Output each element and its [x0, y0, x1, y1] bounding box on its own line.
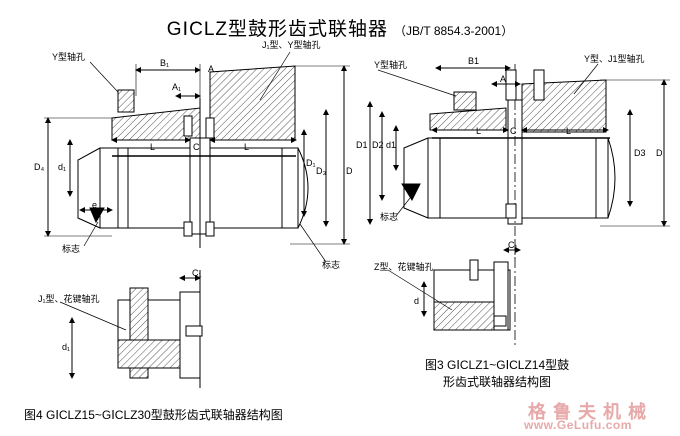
fig4-labels: Y型轴孔 J₁型、Y型轴孔 B₁ A A₁ L C L D₄ d₁ D₁ D₃ …: [34, 39, 353, 352]
fig3-caption: 图3 GⅠCLZ1~GⅠCLZ14型鼓 形齿式联轴器结构图: [425, 357, 625, 391]
label-lb: L: [476, 126, 481, 136]
label-e: e: [92, 200, 97, 210]
label-d3: D₃: [316, 166, 326, 176]
label-d: D: [346, 166, 353, 176]
label-c1: C₁: [192, 268, 202, 278]
label-c1b: C₁: [508, 240, 518, 250]
label-ab: A: [500, 74, 506, 84]
label-j1-spline: J₁型、花键轴孔: [38, 293, 100, 304]
label-mark: 标志: [62, 243, 80, 254]
label-d2: D2: [372, 140, 384, 150]
label-d1: D₁: [306, 158, 316, 168]
label-j1-y-bore: J₁型、Y型轴孔: [262, 39, 321, 50]
label-d1b-small: d1: [386, 140, 396, 150]
label-mark-right: 标志: [322, 259, 340, 270]
fig4-main-drawing: [44, 51, 350, 263]
watermark-cn: 格鲁夫机械: [528, 402, 653, 423]
label-lc: L: [566, 126, 571, 136]
label-d1-small: d₁: [58, 162, 66, 172]
fig3-caption-line1: 图3 GⅠCLZ1~GⅠCLZ14型鼓: [425, 358, 570, 372]
fig4-sub-drawing: [59, 270, 203, 388]
fig3-sub-drawing: [387, 240, 521, 346]
label-a1: A₁: [172, 82, 181, 92]
label-b1b: B1: [468, 56, 479, 66]
label-d1-sub: d₁: [62, 342, 70, 352]
label-y-bore-mid: Y型轴孔: [374, 59, 407, 70]
label-a: A: [208, 64, 214, 74]
fig4-caption: 图4 GⅠCLZ15~GⅠCLZ30型鼓形齿式联轴器结构图: [24, 408, 283, 422]
title-standard: （JB/T 8854.3-2001）: [394, 24, 514, 38]
title-main: GⅠCLZ型鼓形齿式联轴器: [166, 19, 389, 40]
label-b1: B₁: [160, 58, 169, 68]
label-y-j1-bore: Y型、J1型轴孔: [584, 53, 645, 64]
watermark-url: www.GeLufu.com: [524, 418, 632, 432]
label-d-z: d: [414, 296, 419, 306]
label-l-right: L: [244, 142, 249, 152]
label-c: C: [193, 142, 200, 152]
fig3-caption-line2: 形齿式联轴器结构图: [443, 375, 552, 389]
label-y-bore-left: Y型轴孔: [52, 51, 85, 62]
fig3-labels: Y型轴孔 Y型、J1型轴孔 B1 A L C L D1 D2 d1 D3 D 标…: [356, 53, 663, 306]
label-z-bore: Z型、花键轴孔: [374, 261, 434, 272]
label-d1b: D1: [356, 140, 368, 150]
label-d3b: D3: [634, 148, 646, 158]
label-cb: C: [510, 126, 517, 136]
label-db: D: [656, 148, 663, 158]
fig3-main-drawing: [367, 63, 670, 262]
label-l-left: L: [150, 142, 155, 152]
label-d4: D₄: [34, 162, 44, 172]
page-title: GⅠCLZ型鼓形齿式联轴器 （JB/T 8854.3-2001）: [0, 14, 680, 41]
label-mark2: 标志: [380, 211, 398, 222]
